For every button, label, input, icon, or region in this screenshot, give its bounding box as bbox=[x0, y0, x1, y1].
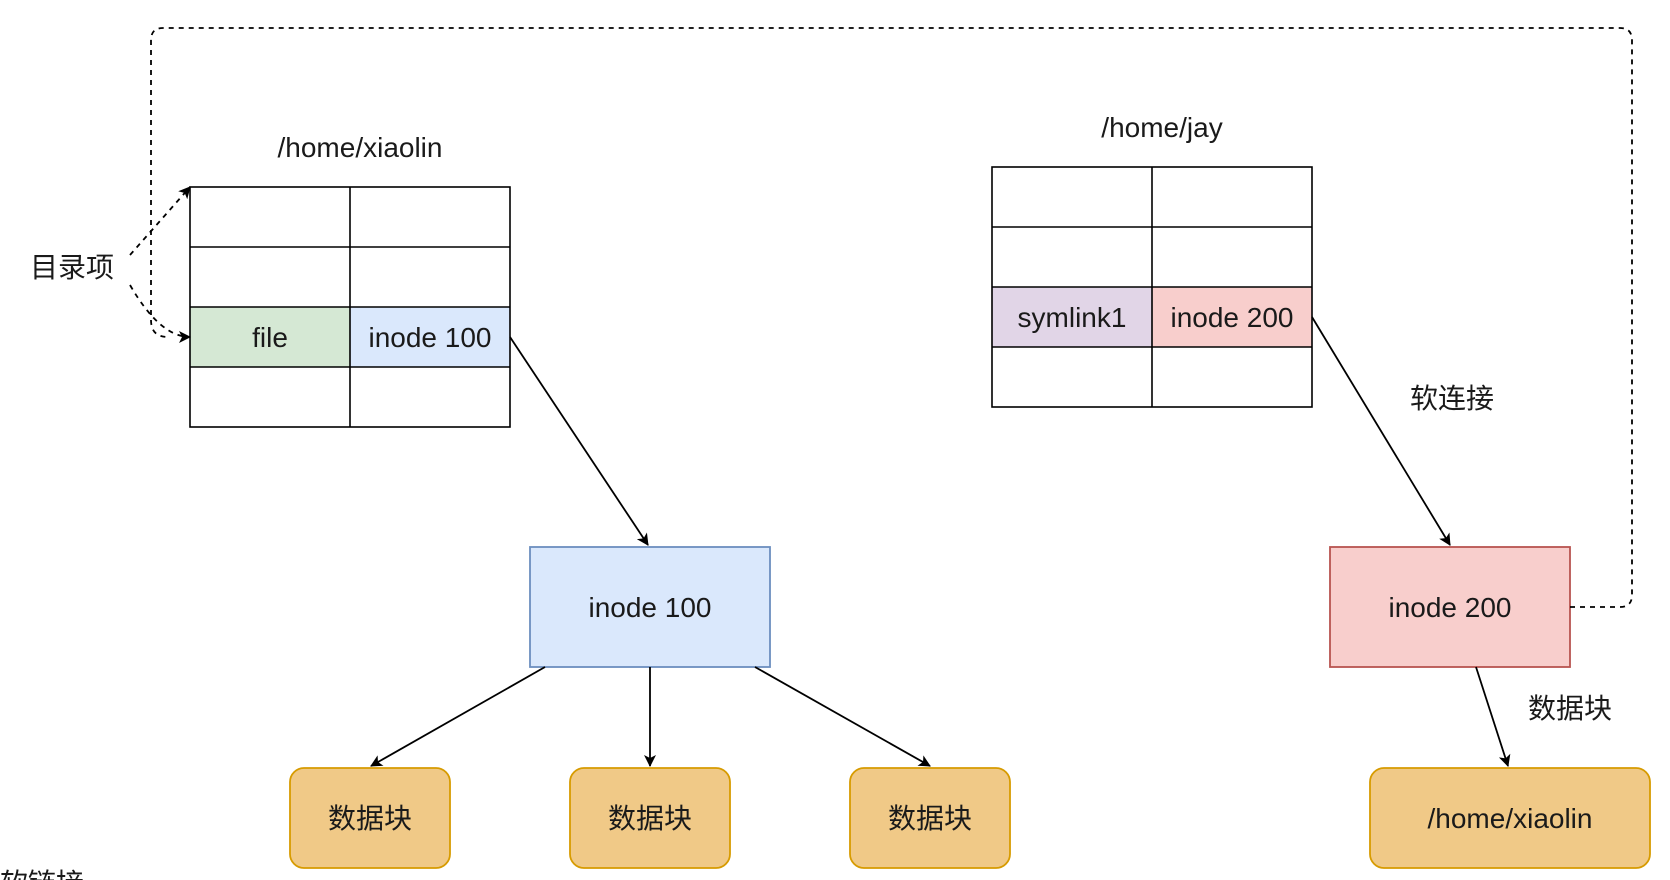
inode-200-box bbox=[1329, 546, 1571, 668]
inode-200-label: inode 200 bbox=[1388, 592, 1511, 623]
left-entry-inode: inode 100 bbox=[368, 322, 491, 353]
inode-100-box bbox=[529, 546, 771, 668]
inode-100-label: inode 100 bbox=[588, 592, 711, 623]
data-block-arrow bbox=[370, 666, 546, 767]
right-data-block-arrow bbox=[1475, 666, 1511, 767]
symlink-path-loop bbox=[150, 27, 1633, 608]
data-block bbox=[849, 767, 1011, 869]
data-block-label: 数据块 bbox=[608, 802, 692, 835]
symlink-data-block-content: /home/xiaolin bbox=[1428, 803, 1593, 834]
right-dir-table: symlink1 inode 200 bbox=[991, 166, 1313, 408]
right-inode-arrow bbox=[1311, 316, 1451, 546]
left-entry-inode-cell bbox=[350, 307, 510, 367]
bottom-cut-text: 软链接 bbox=[0, 867, 84, 880]
data-block-label: 数据块 bbox=[328, 802, 412, 835]
entry-pointer-top bbox=[129, 186, 191, 256]
left-inode-arrow bbox=[509, 336, 649, 546]
left-dir-table: file inode 100 bbox=[189, 186, 511, 428]
entry-pointer-bottom bbox=[129, 284, 191, 343]
right-data-block-label: 数据块 bbox=[1528, 692, 1612, 725]
data-block-arrow bbox=[754, 666, 931, 767]
right-entry-name: symlink1 bbox=[1018, 302, 1127, 333]
right-entry-name-cell bbox=[992, 287, 1152, 347]
symlink-data-block bbox=[1369, 767, 1651, 869]
entry-label: 目录项 bbox=[30, 251, 114, 284]
left-entry-name-cell bbox=[190, 307, 350, 367]
data-block bbox=[289, 767, 451, 869]
data-block-label: 数据块 bbox=[888, 802, 972, 835]
left-entry-name: file bbox=[252, 322, 288, 353]
right-dir-title: /home/jay bbox=[1101, 112, 1222, 143]
right-entry-inode-cell bbox=[1152, 287, 1312, 347]
symlink-label: 软连接 bbox=[1410, 382, 1494, 415]
left-dir-title: /home/xiaolin bbox=[278, 132, 443, 163]
data-block bbox=[569, 767, 731, 869]
right-entry-inode: inode 200 bbox=[1170, 302, 1293, 333]
